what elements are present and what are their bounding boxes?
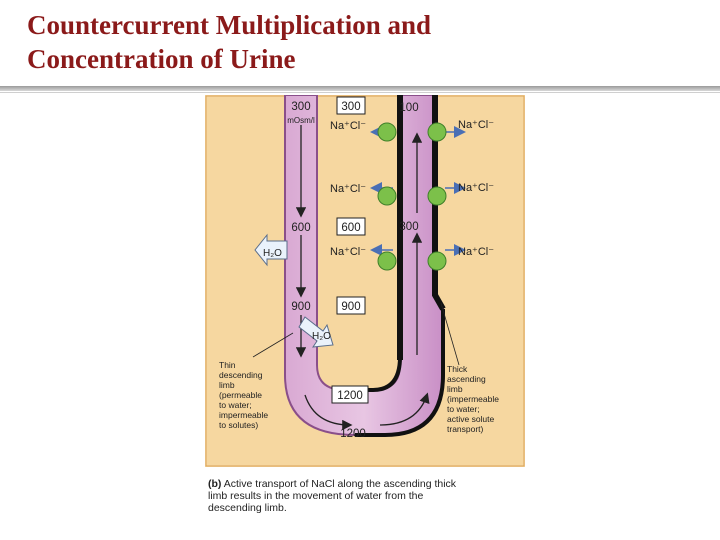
osm-units: mOsm/l xyxy=(287,116,315,125)
thin-label-line: Thin xyxy=(219,360,236,370)
thin-label-line: descending xyxy=(219,370,263,380)
thick-label-line: limb xyxy=(447,384,463,394)
nacl-pump-right-1 xyxy=(427,122,447,142)
nacl-pump-right-3 xyxy=(427,251,447,271)
thick-limb-bottom-wall xyxy=(345,356,402,392)
thin-limb-label: Thin descending limb (permeable to water… xyxy=(219,360,268,430)
desc-osm-top: 300 xyxy=(291,101,310,113)
nacl-pump-left-2 xyxy=(377,186,397,206)
nacl-pump-right-2 xyxy=(427,186,447,206)
thick-limb-wall-right xyxy=(432,95,446,311)
thick-label-line: active solute xyxy=(447,414,495,424)
caption-text: Active transport of NaCl along the ascen… xyxy=(208,478,457,514)
title-divider xyxy=(0,86,720,91)
water-arrow-upper xyxy=(254,233,288,267)
thin-label-line: to water; xyxy=(219,400,252,410)
water-arrow-lower xyxy=(298,316,334,348)
thin-label-line: limb xyxy=(219,380,235,390)
nacl-label-left-3: Na⁺Cl⁻ xyxy=(330,246,366,258)
water-label-lower: H₂O xyxy=(312,331,331,342)
thick-limb-label: Thick ascending limb (impermeable to wat… xyxy=(447,364,499,434)
interstitial-value-1200: 1200 xyxy=(337,390,363,402)
thick-label-line: transport) xyxy=(447,424,484,434)
thick-limb-outer-bottom xyxy=(355,309,445,437)
water-label-upper: H₂O xyxy=(263,248,282,259)
title-divider-shadow xyxy=(0,92,720,93)
desc-osm-low: 900 xyxy=(291,301,310,313)
nacl-pump-left-1 xyxy=(377,122,397,142)
nacl-pump-left-3 xyxy=(377,251,397,271)
nephron-loop-figure: Na⁺Cl⁻ Na⁺Cl⁻ Na⁺Cl⁻ Na⁺Cl⁻ Na⁺Cl⁻ Na⁺Cl… xyxy=(205,94,525,467)
asc-osm-mid: 300 xyxy=(399,221,418,233)
thin-label-line: (permeable xyxy=(219,390,262,400)
asc-osm-top: 100 xyxy=(399,102,418,114)
nacl-label-left-1: Na⁺Cl⁻ xyxy=(330,120,366,132)
interstitial-box-900 xyxy=(336,296,366,315)
interstitial-box-1200 xyxy=(331,385,369,404)
thick-label-line: to water; xyxy=(447,404,480,414)
thick-limb-leader xyxy=(440,302,460,366)
thick-label-line: ascending xyxy=(447,374,486,384)
title-line-2: Concentration of Urine xyxy=(27,44,296,74)
interstitial-value-900: 900 xyxy=(341,301,360,313)
thin-label-line: impermeable xyxy=(219,410,268,420)
thin-label-line: to solutes) xyxy=(219,420,258,430)
interstitial-value-600: 600 xyxy=(341,222,360,234)
thick-label-line: (impermeable xyxy=(447,394,499,404)
caption-part-label: (b) xyxy=(208,478,222,490)
interstitial-value-300: 300 xyxy=(341,101,360,113)
thin-limb-leader xyxy=(252,332,294,358)
title-line-1: Countercurrent Multiplication and xyxy=(27,10,432,40)
desc-osm-mid: 600 xyxy=(291,222,310,234)
bend-osm-outer: 1200 xyxy=(340,428,366,440)
figure-caption: (b) Active transport of NaCl along the a… xyxy=(208,478,468,514)
nacl-label-right-2: Na⁺Cl⁻ xyxy=(458,182,494,194)
bend-flow-arrow-left xyxy=(304,394,353,431)
bend-flow-arrow-right xyxy=(379,392,430,426)
loop-diagram: Na⁺Cl⁻ Na⁺Cl⁻ Na⁺Cl⁻ Na⁺Cl⁻ Na⁺Cl⁻ Na⁺Cl… xyxy=(205,94,525,467)
interstitial-box-600 xyxy=(336,217,366,236)
nacl-label-left-2: Na⁺Cl⁻ xyxy=(330,183,366,195)
slide-title: Countercurrent Multiplication and Concen… xyxy=(27,8,627,76)
thick-label-line: Thick xyxy=(447,364,468,374)
interstitial-box-300 xyxy=(336,96,366,115)
nacl-label-right-1: Na⁺Cl⁻ xyxy=(458,119,494,131)
figure-frame xyxy=(205,95,525,467)
nacl-label-right-3: Na⁺Cl⁻ xyxy=(458,246,494,258)
